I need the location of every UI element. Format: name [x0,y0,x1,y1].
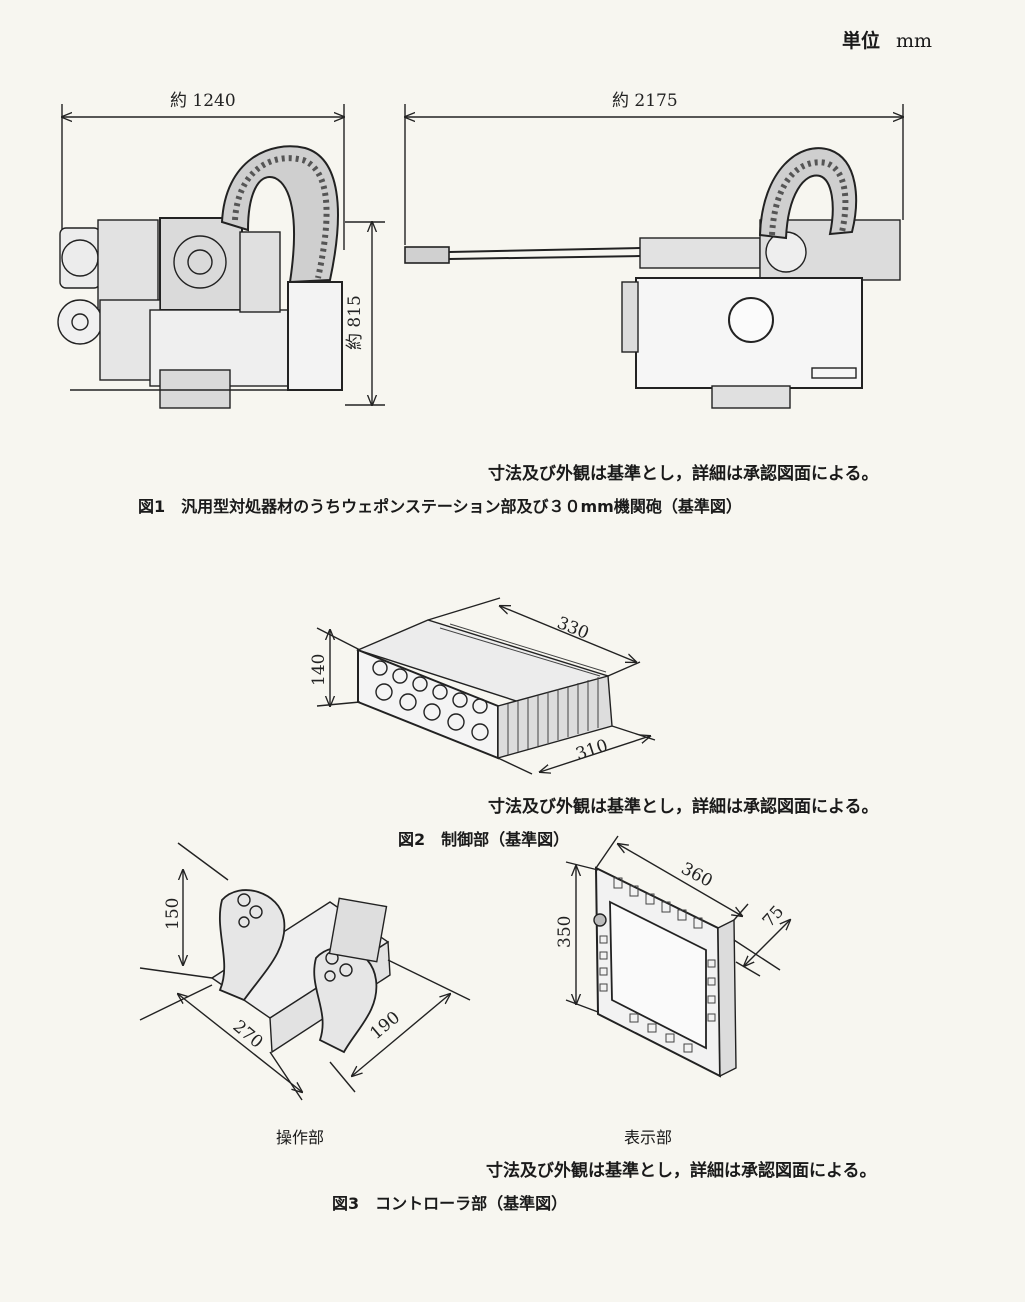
figure3-operation-unit [139,842,471,1101]
figure3-display-dim-width: 360 [678,859,716,892]
figure3-operation-dim-height: 150 [163,898,183,930]
figure2-note: 寸法及び外観は基準とし，詳細は承認図面による。 [488,797,879,817]
figure3-display-label: 表示部 [624,1128,673,1147]
figure3-display-dim-height: 350 [555,916,575,948]
figure1-left-ammo-chute [220,145,339,284]
figure1-dim-height: 約 815 [345,295,365,350]
figure1-note: 寸法及び外観は基準とし，詳細は承認図面による。 [488,464,879,484]
figure2-control-unit [316,597,656,775]
figure2-dim-height: 140 [309,654,329,686]
figure2-dim-length: 330 [554,613,592,644]
figure1-left-view [57,104,385,409]
figure1-dim-width-left: 約 1240 [170,91,236,111]
figure3-display-unit [565,835,790,1078]
unit-label-text: 単位 [842,30,881,52]
figure1-caption: 図1 汎用型対処器材のうちウェポンステーション部及び３０mm機関砲（基準図） [138,497,742,516]
unit-value: mm [896,30,933,52]
figure3-operation-label: 操作部 [276,1128,325,1147]
figure1-dim-width-right: 約 2175 [612,91,678,111]
figure3-operation-dim-width: 270 [229,1017,267,1053]
figure1-right-ammo-chute [758,147,857,240]
figure2-caption: 図2 制御部（基準図） [398,830,570,849]
unit-label: 単位 mm [842,26,932,53]
figure3-caption: 図3 コントローラ部（基準図） [332,1194,568,1213]
figure3-operation-dim-depth: 190 [366,1008,404,1044]
figure3-note: 寸法及び外観は基準とし，詳細は承認図面による。 [486,1161,877,1181]
figure2-dim-depth: 310 [573,736,610,765]
